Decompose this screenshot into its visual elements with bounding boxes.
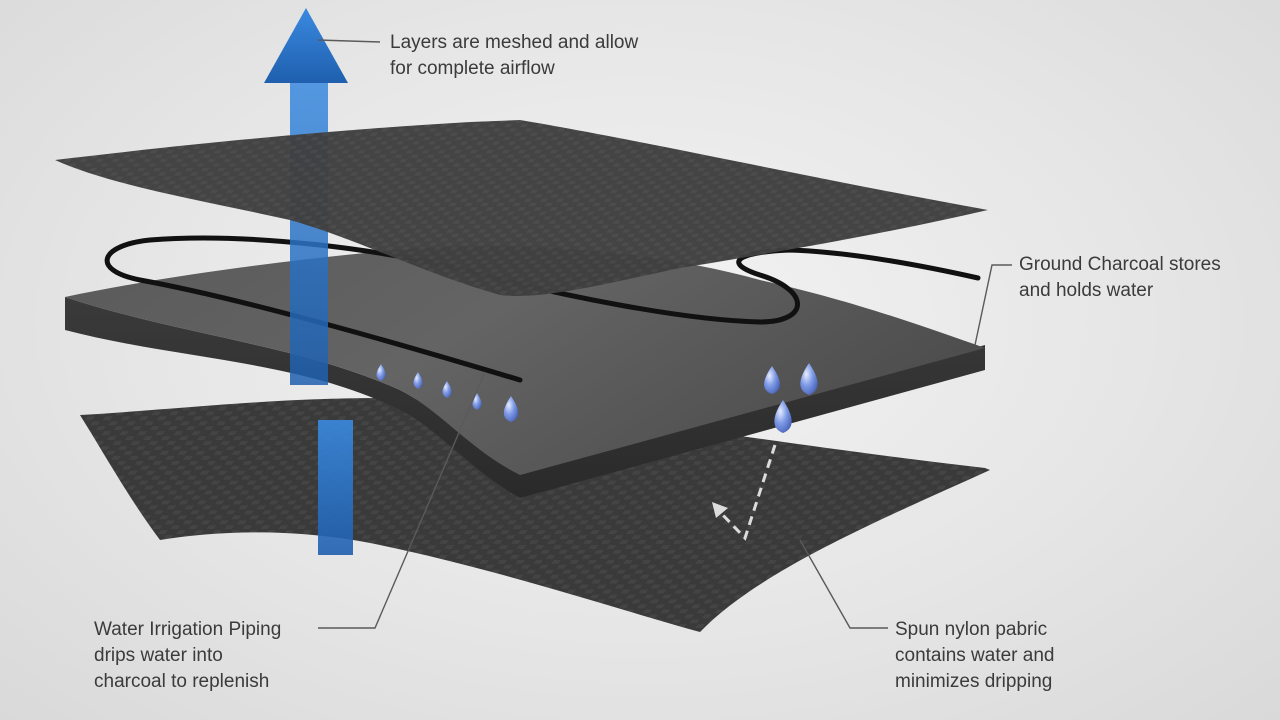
water-drop-icon — [503, 396, 519, 422]
water-drop-icon — [774, 400, 792, 433]
flow-direction-arrow-icon — [716, 444, 777, 541]
water-drops-right — [764, 363, 818, 433]
leader-line-charcoal — [974, 264, 1012, 346]
callout-nylon-line1: Spun nylon pabric — [895, 619, 1048, 640]
top-mesh-layer — [55, 120, 988, 296]
callout-charcoal-line2: and holds water — [1019, 280, 1154, 301]
callout-airflow: Layers are meshed and allow for complete… — [390, 30, 638, 82]
callout-airflow-line1: Layers are meshed and allow — [390, 32, 639, 53]
callout-nylon: Spun nylon pabric contains water and min… — [895, 617, 1055, 695]
callout-nylon-line3: minimizes dripping — [895, 671, 1053, 692]
water-drop-icon — [376, 364, 386, 381]
callout-airflow-line2: for complete airflow — [390, 58, 555, 79]
water-drop-icon — [442, 381, 452, 398]
leader-line-nylon — [799, 539, 888, 629]
leader-line-piping — [318, 371, 486, 629]
water-drop-icon — [764, 366, 780, 394]
callout-charcoal: Ground Charcoal stores and holds water — [1019, 252, 1221, 304]
water-drop-icon — [413, 372, 423, 389]
airflow-arrow-shaft-lower — [318, 420, 353, 555]
water-drops-left — [376, 364, 519, 422]
airflow-arrow-icon — [264, 8, 348, 83]
callout-charcoal-line1: Ground Charcoal stores — [1019, 254, 1221, 275]
callout-piping-line2: drips water into — [94, 645, 223, 666]
water-drop-icon — [800, 363, 818, 395]
callout-nylon-line2: contains water and — [895, 645, 1055, 666]
callout-piping-line3: charcoal to replenish — [94, 671, 270, 692]
bottom-mesh-layer — [80, 398, 990, 632]
flow-direction-arrowhead — [712, 502, 728, 518]
leader-line-airflow — [317, 39, 381, 43]
airflow-arrow-shaft-upper — [290, 80, 328, 385]
callout-piping-line1: Water Irrigation Piping — [94, 619, 282, 640]
callout-piping: Water Irrigation Piping drips water into… — [94, 617, 281, 695]
